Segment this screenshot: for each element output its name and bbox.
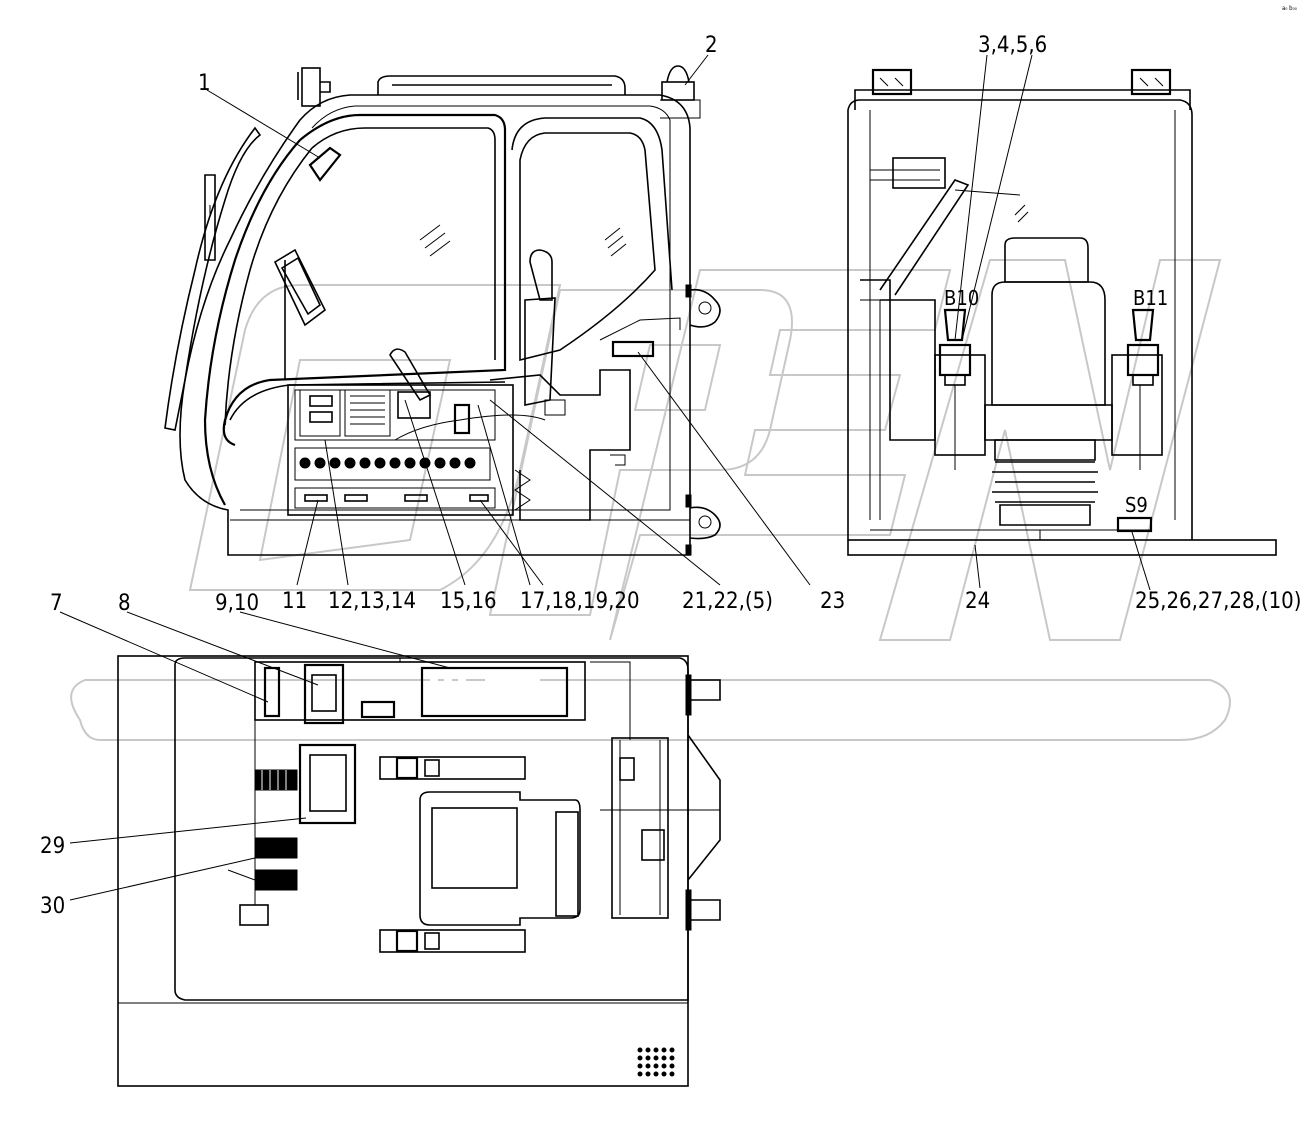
callout-7: 7 (50, 591, 63, 616)
callout-21-22-5: 21,22,(5) (682, 589, 773, 614)
callout-labels: 1 2 3,4,5,6 7 8 9,10 11 12,13,14 15,16 1… (40, 33, 1301, 919)
seat-suspension-bellows (992, 461, 1098, 526)
callout-23: 23 (820, 589, 845, 614)
callout-8: 8 (118, 591, 131, 616)
keypad (430, 676, 540, 706)
callout-12-13-14: 12,13,14 (328, 589, 416, 614)
speaker-grille (637, 1047, 675, 1077)
tag-b10: B10 (944, 286, 979, 310)
callout-29: 29 (40, 834, 65, 859)
component-tags: B10 B11 S9 (944, 286, 1168, 517)
plan-view-cab (117, 655, 721, 1087)
callout-15-16: 15,16 (440, 589, 497, 614)
callout-9-10: 9,10 (215, 591, 259, 616)
callout-24: 24 (965, 589, 990, 614)
corner-mark: a₀ b₀₀ (1282, 5, 1297, 12)
tag-b11: B11 (1133, 286, 1168, 310)
callout-25-26-27-28-10: 25,26,27,28,(10) (1135, 589, 1301, 614)
tag-s9: S9 (1125, 493, 1148, 517)
callout-17-18-19-20: 17,18,19,20 (520, 589, 640, 614)
callout-2: 2 (705, 33, 718, 58)
front-view-cab (847, 68, 1277, 556)
callout-11: 11 (282, 589, 307, 614)
switch-row (299, 457, 476, 469)
callout-30: 30 (40, 894, 65, 919)
callout-1: 1 (198, 71, 211, 96)
callout-3-4-5-6: 3,4,5,6 (978, 33, 1047, 58)
watermark-logo (70, 259, 1231, 741)
leader-lines (59, 54, 1151, 901)
side-view-cab (164, 65, 721, 556)
